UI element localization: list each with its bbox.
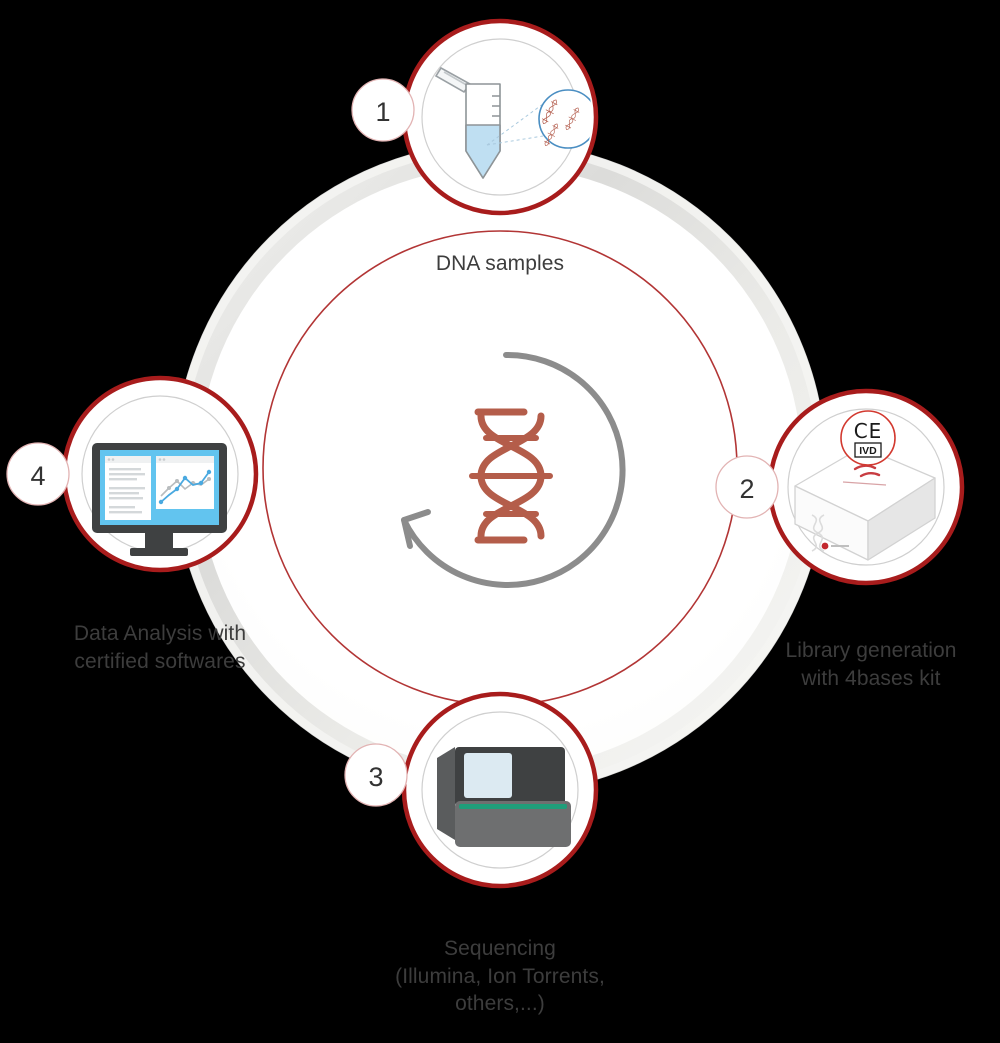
step-number-4: 4 bbox=[30, 461, 45, 491]
step-badge-4[interactable]: 4 bbox=[6, 442, 70, 506]
dna-double-helix-icon bbox=[469, 408, 553, 544]
reagent-kit-box-icon bbox=[794, 446, 936, 561]
desktop-monitor-chart-icon bbox=[92, 443, 227, 556]
step-badge-3[interactable]: 3 bbox=[344, 743, 408, 807]
step-node-1[interactable]: 1 bbox=[351, 18, 599, 216]
step-badge-2[interactable]: 2 bbox=[715, 455, 779, 519]
step-number-1: 1 bbox=[375, 97, 390, 127]
main-white-disc bbox=[198, 166, 802, 770]
ce-text: CE bbox=[854, 419, 883, 443]
step-node-2[interactable]: CE IVD 2 bbox=[715, 388, 965, 586]
ce-ivd-mark-icon: CE IVD bbox=[840, 410, 896, 466]
test-tube-with-dna-magnifier-icon bbox=[434, 66, 592, 179]
step-number-2: 2 bbox=[739, 474, 754, 504]
step-badge-1[interactable]: 1 bbox=[351, 78, 415, 142]
cycle-arrow-icon bbox=[401, 351, 626, 588]
sequencer-instrument-icon bbox=[437, 747, 571, 847]
step-node-4[interactable]: 4 bbox=[6, 375, 259, 573]
step-node-3[interactable]: 3 bbox=[344, 691, 599, 889]
ivd-text: IVD bbox=[859, 445, 877, 457]
step-number-3: 3 bbox=[368, 762, 383, 792]
